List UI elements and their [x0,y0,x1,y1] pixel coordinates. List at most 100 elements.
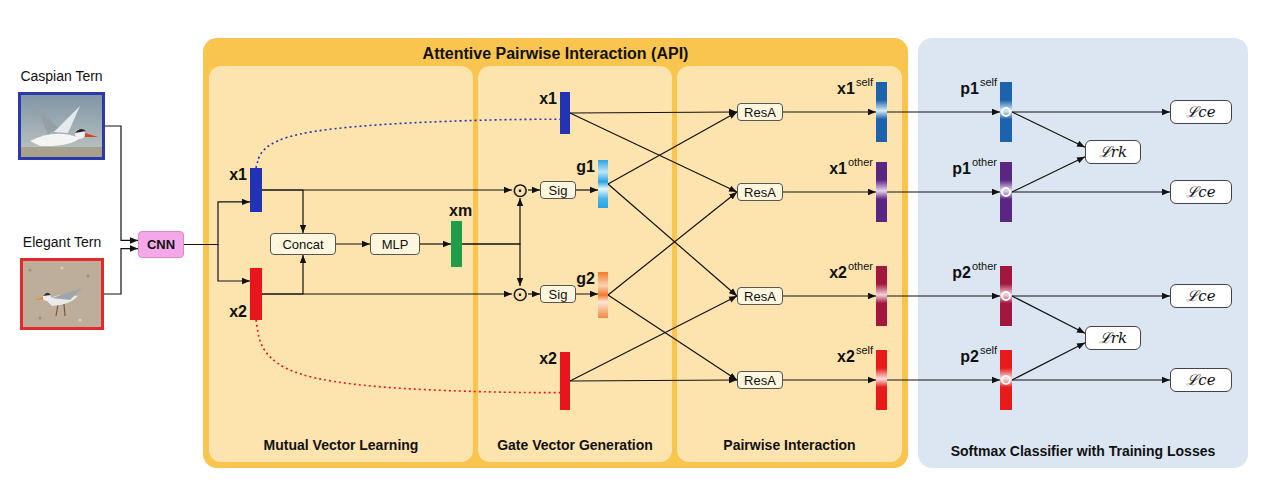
connector-arrow [887,191,1000,192]
vector-label: g1 [576,159,595,175]
connector-arrow [1012,379,1170,380]
connector-arrow [608,184,737,296]
box-label: Sig [549,184,568,197]
vector-highlight [1001,187,1011,197]
vector-label: g2 [576,271,595,287]
superscript-label: other [972,156,997,168]
residual-attention-box: ResA [737,103,783,121]
sand-speck [39,317,42,320]
attentive-feature: x2self [876,350,887,410]
operation-box: Concat [270,233,336,255]
product-symbol: ⊙ [512,182,528,198]
box-label: ℒce [1186,289,1215,304]
connector-arrow [1012,343,1085,380]
superscript-label: other [848,156,873,168]
connector-arrow [570,113,737,192]
loss-box: ℒce [1170,284,1232,308]
attentive-feature: x2other [876,266,887,326]
box-label: ℒce [1186,373,1215,388]
gate-vector: g1 [598,160,608,208]
box-label: ℒrk [1099,145,1127,160]
connector-arrow [262,190,303,233]
residual-attention-box: ResA [737,287,783,305]
attentive-feature: x1other [876,162,887,222]
vector-name: x2 [229,303,247,320]
residual-attention-box: ResA [737,371,783,389]
connector-arrow [1012,191,1170,192]
connector-arrow [336,243,370,244]
dashed-link [256,119,560,168]
photo-background [20,258,104,330]
vector-label: x2 [539,351,557,367]
feature-vector: x2 [250,268,262,320]
vector-label: x1 [539,91,557,107]
vector-label: x2 [229,304,247,320]
box-label: ℒce [1186,185,1215,200]
bird-legs [56,304,65,316]
sand-speck [79,319,82,322]
connector-arrow [1012,157,1085,192]
box-label: ResA [744,186,776,199]
bird-bill [34,297,43,300]
bird-wing [54,106,80,133]
class-name: Elegant Tern [0,235,131,250]
vector-name: x2 [837,348,855,365]
vector-highlight [1001,375,1011,385]
connector-arrow [462,244,520,286]
box-label: Concat [282,238,323,251]
panel-title: Softmax Classifier with Training Losses [951,444,1216,459]
connector-arrow [783,379,876,380]
box-label: ResA [744,374,776,387]
connector-arrow [570,296,737,381]
prediction-vector: p2other [1000,266,1012,326]
superscript-label: other [848,260,873,272]
connector-arrow [576,189,598,190]
connector-arrow [1012,296,1085,333]
connector-arrow [262,293,512,294]
connector-arrow [608,295,737,380]
photo-background [18,92,105,160]
vector-name: p2 [960,348,979,365]
connector-arrow [887,379,1000,380]
sand-speck [87,275,90,278]
connector-arrow [528,189,540,190]
vector-name: p1 [952,160,971,177]
box-label: ⊙ [512,180,529,200]
connector-arrow [570,112,737,113]
loss-box: ℒrk [1085,326,1141,350]
loss-box: ℒce [1170,100,1232,124]
superscript-label: self [856,344,873,356]
vector-label: x2self [837,349,873,365]
box-label: MLP [382,238,409,251]
vector-name: x1 [229,166,247,183]
box-label: ResA [744,290,776,303]
attentive-feature: x1self [876,82,887,142]
feature-vector: x2 [560,352,570,410]
vector-label: x1self [837,81,873,97]
product-symbol: ⊙ [512,286,528,302]
box-label: ℒce [1186,105,1215,120]
mutual-vector: xm [451,221,462,267]
panel-title: Gate Vector Generation [497,438,653,453]
box-label: ResA [744,106,776,119]
connector-arrow [608,192,737,295]
vector-highlight [1001,107,1011,117]
vector-name: x1 [829,160,847,177]
panel-title: Mutual Vector Learning [264,438,419,453]
bird-cap [75,129,86,133]
loss-box: ℒce [1170,368,1232,392]
panel-title: Pairwise Interaction [723,438,855,453]
loss-box: ℒrk [1085,140,1141,164]
connector-arrow [184,245,250,282]
vector-label: x2other [829,265,873,281]
stage-panel: Pairwise InteractionResAx1selfResAx1othe… [677,66,902,462]
connector-arrow [528,293,540,294]
vector-label: p2self [960,349,997,365]
connector-arrow [783,191,876,192]
connector-arrow [570,380,737,381]
connector-arrow [608,112,737,184]
prediction-vector: p1other [1000,162,1012,222]
sigmoid-box: Sig [540,285,576,303]
